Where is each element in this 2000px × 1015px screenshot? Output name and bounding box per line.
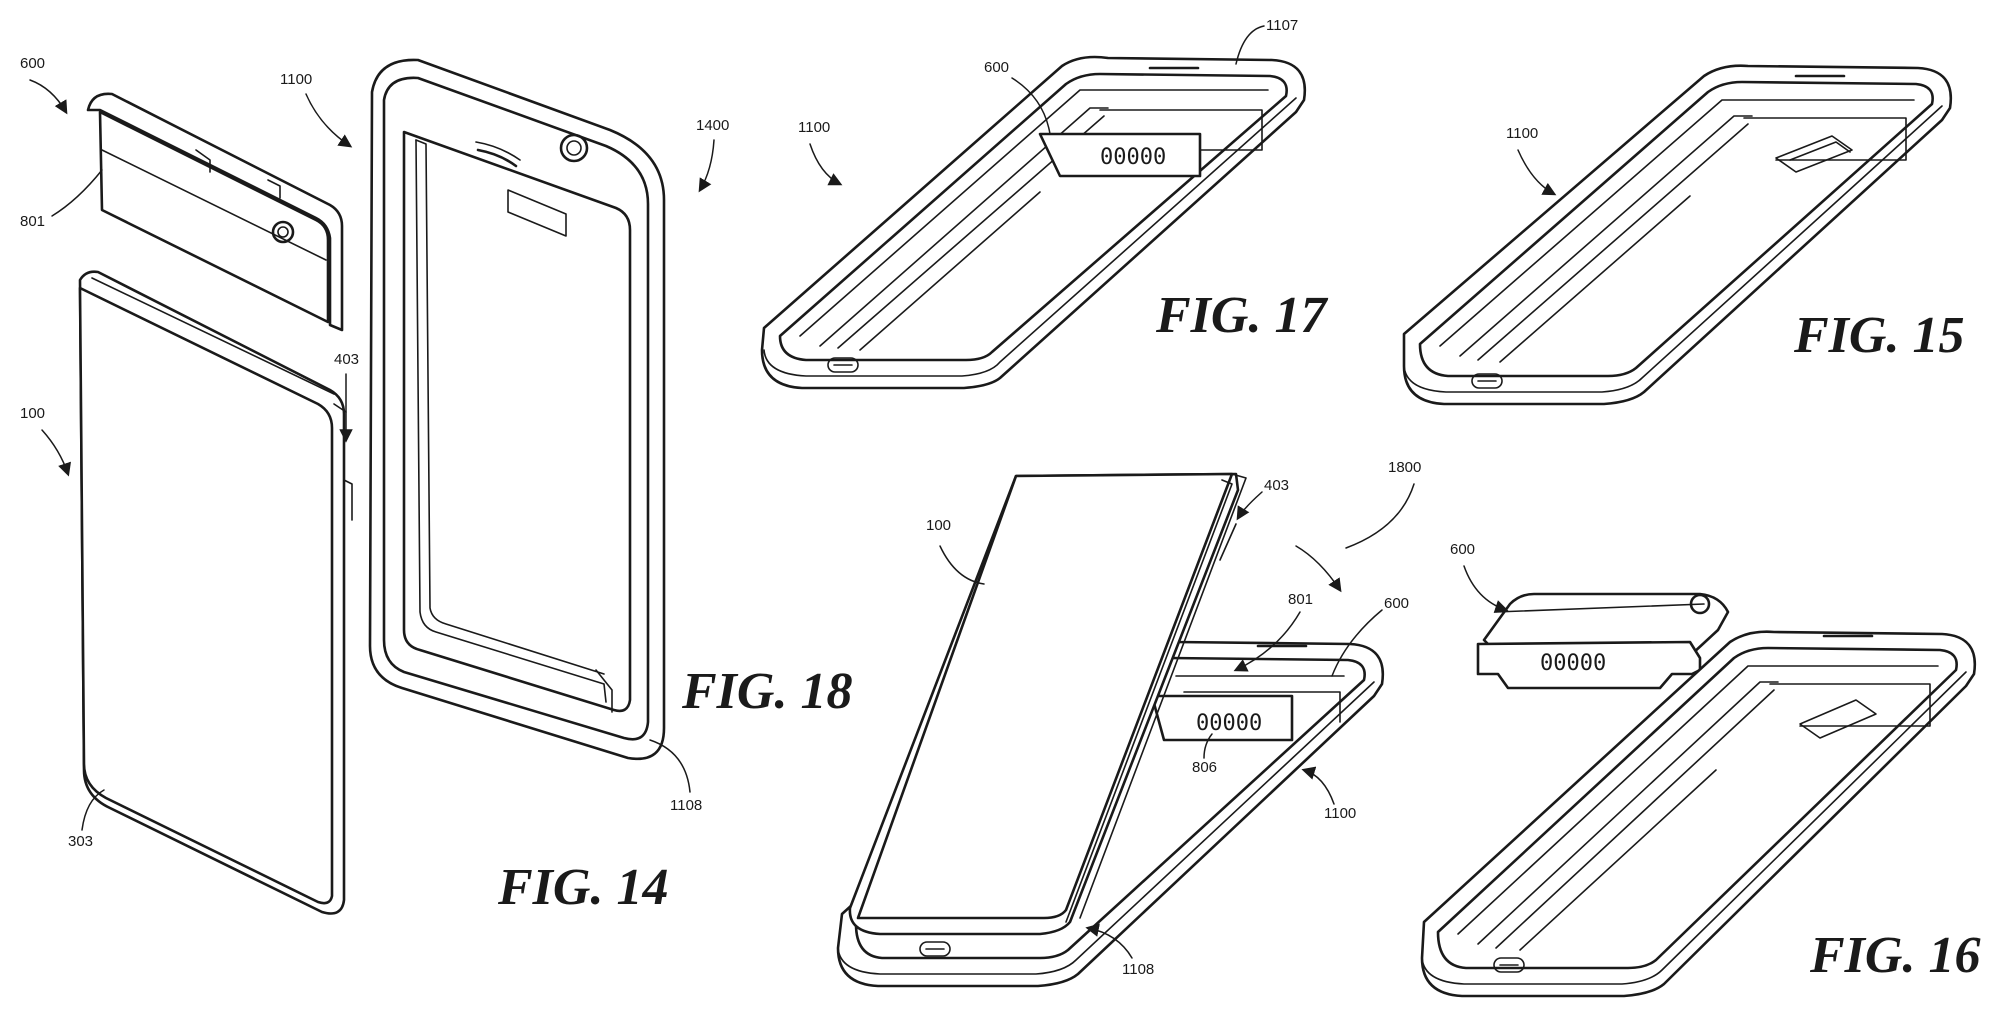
contacts-fig16-right: 00000 [1540, 651, 1606, 676]
ref-1100-fig15: 1100 [1506, 125, 1538, 142]
battery-cover-100-drawing [78, 270, 353, 915]
fig-16-assembly-group: 00000 100 403 1800 801 600 806 1100 1108 [836, 459, 1421, 988]
ref-600-fig16: 600 [1384, 595, 1409, 612]
fig-16-group: 00000 600 FIG. 16 [1420, 541, 1980, 998]
ref-403-fig16: 403 [1264, 477, 1289, 494]
module-600-drawing [86, 92, 344, 332]
ref-1108-fig16: 1108 [1122, 961, 1154, 978]
fig-18-group: 1400 1108 FIG. 18 [649, 117, 852, 814]
ref-303-fig14: 303 [68, 833, 93, 850]
figure-label-fig17: FIG. 17 [1155, 287, 1328, 344]
figure-label-fig14: FIG. 14 [497, 859, 668, 916]
ref-1100-fig17: 1100 [798, 119, 830, 136]
ref-600-fig14: 600 [20, 55, 45, 72]
ref-801-fig16: 801 [1288, 591, 1313, 608]
ref-600-fig17: 600 [984, 59, 1009, 76]
ref-1800-fig16: 1800 [1388, 459, 1421, 476]
housing-1100-front-drawing [368, 58, 666, 761]
ref-1108-fig18: 1108 [670, 797, 702, 814]
ref-1400-fig18: 1400 [696, 117, 729, 134]
ref-1100-fig14: 1100 [280, 71, 312, 88]
ref-806-fig16: 806 [1192, 759, 1217, 776]
fig-15-group: 1100 FIG. 15 [1402, 64, 1964, 406]
ref-1100-fig16: 1100 [1324, 805, 1356, 822]
figure-label-fig16: FIG. 16 [1809, 927, 1980, 984]
ref-100-fig14: 100 [20, 405, 45, 422]
ref-1107-fig17: 1107 [1266, 17, 1298, 34]
contacts-fig16-center: 00000 [1196, 711, 1262, 736]
contacts-fig17: 00000 [1100, 145, 1166, 170]
figure-label-fig15: FIG. 15 [1793, 307, 1964, 364]
fig-14-group: 600 801 100 403 303 1100 FIG. 14 [20, 55, 668, 916]
fig-17-group: 00000 600 1107 1100 FIG. 17 [760, 17, 1328, 390]
ref-801-fig14: 801 [20, 213, 45, 230]
ref-100-fig16: 100 [926, 517, 951, 534]
figure-label-fig18: FIG. 18 [681, 663, 852, 720]
ref-403-fig14: 403 [334, 351, 359, 368]
ref-600b-fig16: 600 [1450, 541, 1475, 558]
